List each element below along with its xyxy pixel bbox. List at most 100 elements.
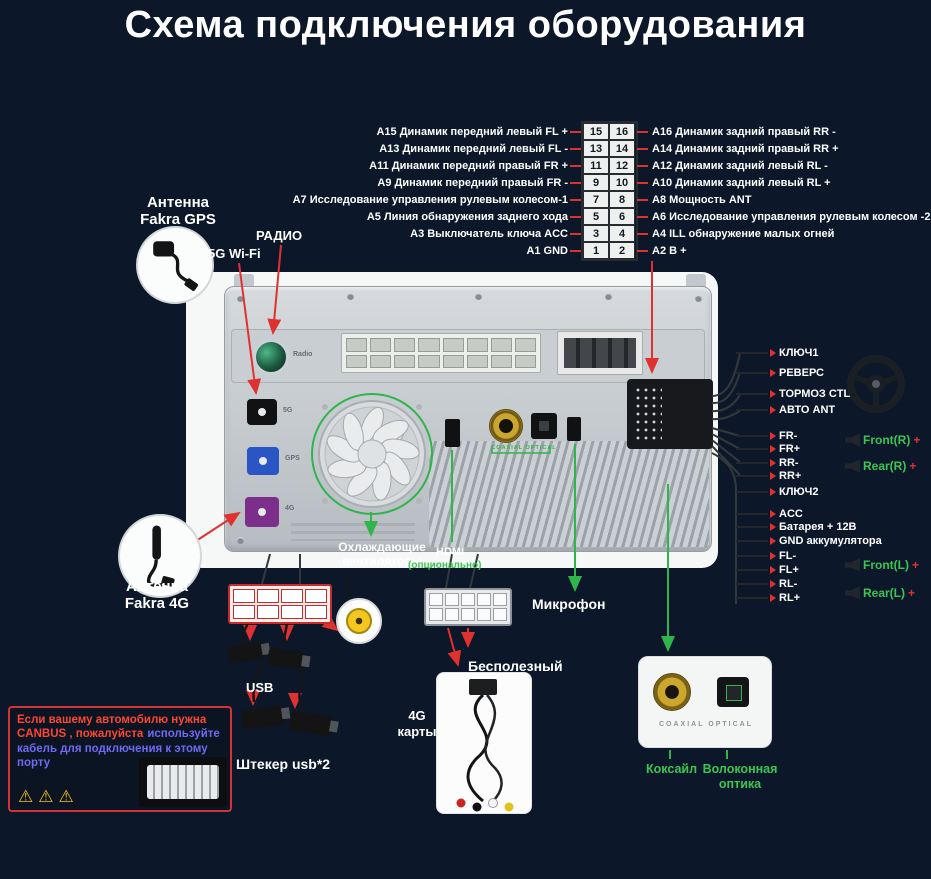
speaker-row: Front(R) + — [845, 427, 920, 453]
wire-lead — [736, 409, 768, 411]
unused-gray-connector — [424, 588, 512, 626]
usb-plug-image — [240, 705, 286, 730]
pin-number-cell: 3 — [583, 225, 609, 242]
speaker-row: Rear(R) + — [845, 453, 920, 479]
secondary-connector — [557, 331, 643, 375]
wire-label: RR- — [779, 456, 799, 469]
radio-port-label: Radio — [293, 351, 313, 358]
wire-group-keys: КЛЮЧ1 РЕВЕРС — [736, 343, 824, 383]
wire-label: RL+ — [779, 592, 801, 604]
warning-icon: ⚠ — [38, 787, 59, 806]
wire-lead — [736, 597, 768, 599]
ports-box-caption: COAXIAL OPTICAL — [658, 721, 754, 728]
pin-label-right: A6 Исследование управления рулевым колес… — [652, 210, 931, 223]
lead-line — [637, 198, 648, 201]
lead-line — [570, 130, 581, 133]
4g-cards-label: 4G карты — [397, 708, 437, 739]
microphone-port — [567, 417, 581, 441]
wire-lead — [736, 491, 768, 493]
speaker-row: Rear(L) + — [845, 579, 919, 607]
pin-number-cell: 7 — [583, 191, 609, 208]
arrow-icon — [770, 406, 776, 414]
coaxial-port-image — [653, 673, 691, 711]
plus-mark: + — [909, 459, 917, 473]
hdmi-port — [445, 419, 460, 447]
antenna-4g-image — [118, 514, 202, 598]
wire-label: АВТО ANT — [779, 404, 836, 416]
gps-antenna-image — [136, 226, 214, 304]
usb-plug-image — [288, 710, 334, 737]
speaker-label: Rear(R) — [863, 459, 907, 473]
pin-number-cell: 9 — [583, 174, 609, 191]
pin-number-cell: 15 — [583, 123, 609, 140]
wire-label: РЕВЕРС — [779, 367, 824, 379]
pin-number-cell: 16 — [609, 123, 635, 140]
lead-line — [637, 181, 648, 184]
wire-label: Батарея + 12В — [779, 521, 857, 534]
canbus-notice: Если вашему автомобилю нужна CANBUS , по… — [8, 706, 232, 812]
pin-label-right: A10 Динамик задний левый RL + — [652, 176, 831, 189]
wire-lead — [736, 434, 768, 437]
wire-row: Батарея + 12В — [736, 521, 882, 535]
wire-lead — [736, 448, 768, 451]
fakra-4g-port — [245, 497, 279, 527]
rca-video-plug-image — [336, 598, 382, 644]
wire-row: RL- — [736, 577, 800, 591]
lead-line — [570, 198, 581, 201]
wifi-label: 5G Wi-Fi — [208, 246, 261, 261]
vent-slots — [291, 523, 415, 541]
useless-label: Бесполезный — [468, 658, 563, 674]
wire-row: АВТО ANT — [736, 402, 850, 418]
pin-label-left: A9 Динамик передний правый FR - — [377, 176, 568, 189]
wire-row: FR- — [736, 429, 801, 443]
pin-label-left: A5 Линия обнаружения заднего хода — [366, 210, 568, 223]
wire-row: GND аккумулятора — [736, 534, 882, 548]
plus-mark: + — [911, 558, 919, 572]
fiber-label: Волоконная оптика — [702, 762, 778, 791]
wire-group-ctl: ТОРМОЗ CTL АВТО ANT — [736, 386, 850, 418]
wire-group-key2: КЛЮЧ2 — [736, 484, 818, 500]
pin-label-right: A8 Мощность ANT — [652, 193, 752, 206]
port-gps-label: GPS — [285, 455, 300, 462]
cable-bundle-icon — [456, 679, 514, 812]
screw-icon — [475, 293, 482, 300]
pin-label-right: A16 Динамик задний правый RR - — [652, 125, 836, 138]
speaker-label: Front(L) — [863, 558, 909, 572]
coaxial-port — [489, 409, 523, 443]
optical-port — [531, 413, 557, 439]
wire-lead — [736, 569, 768, 571]
screw-icon — [237, 295, 244, 302]
hdmi-label: HDMI — [436, 546, 465, 558]
fakra-5g-port — [247, 399, 277, 425]
speaker-icon — [845, 433, 860, 447]
pin-label-left: A13 Динамик передний левый FL - — [379, 142, 568, 155]
wire-group-front-rear-r: FR- FR+ RR- RR+ — [736, 429, 801, 483]
fakra-gps-port — [247, 447, 279, 475]
usb-plug-image — [226, 641, 266, 664]
arrow-icon — [770, 390, 776, 398]
pin-label-left: A7 Исследование управления рулевым колес… — [292, 193, 568, 206]
pin-row: A3 Выключатель ключа ACC 3 4 A4 ILL обна… — [222, 225, 930, 242]
pin-number-cell: 6 — [609, 208, 635, 225]
pin-row: A7 Исследование управления рулевым колес… — [222, 191, 930, 208]
arrow-icon — [770, 594, 776, 602]
pin-number-cell: 14 — [609, 140, 635, 157]
arrow-icon — [770, 472, 776, 481]
lead-line — [570, 249, 581, 252]
pin-number-cell: 5 — [583, 208, 609, 225]
speaker-icon — [845, 558, 860, 572]
speakers-right: Front(R) + Rear(R) + — [845, 427, 920, 479]
usb-label: USB — [246, 680, 274, 695]
wire-lead — [736, 583, 768, 585]
usb-plug-label: Штекер usb*2 — [236, 756, 331, 772]
heatsink-fins — [429, 441, 709, 547]
wire-lead — [736, 461, 768, 464]
lead-line — [570, 215, 581, 218]
hdmi-note-label: (опционально) — [408, 560, 482, 571]
wire-lead — [736, 512, 768, 515]
pin-number-cell: 4 — [609, 225, 635, 242]
pin-row: A1 GND 1 2 A2 B + — [222, 242, 930, 259]
pin-number-cell: 2 — [609, 242, 635, 259]
lead-line — [637, 130, 648, 133]
arrow-icon — [770, 488, 776, 496]
